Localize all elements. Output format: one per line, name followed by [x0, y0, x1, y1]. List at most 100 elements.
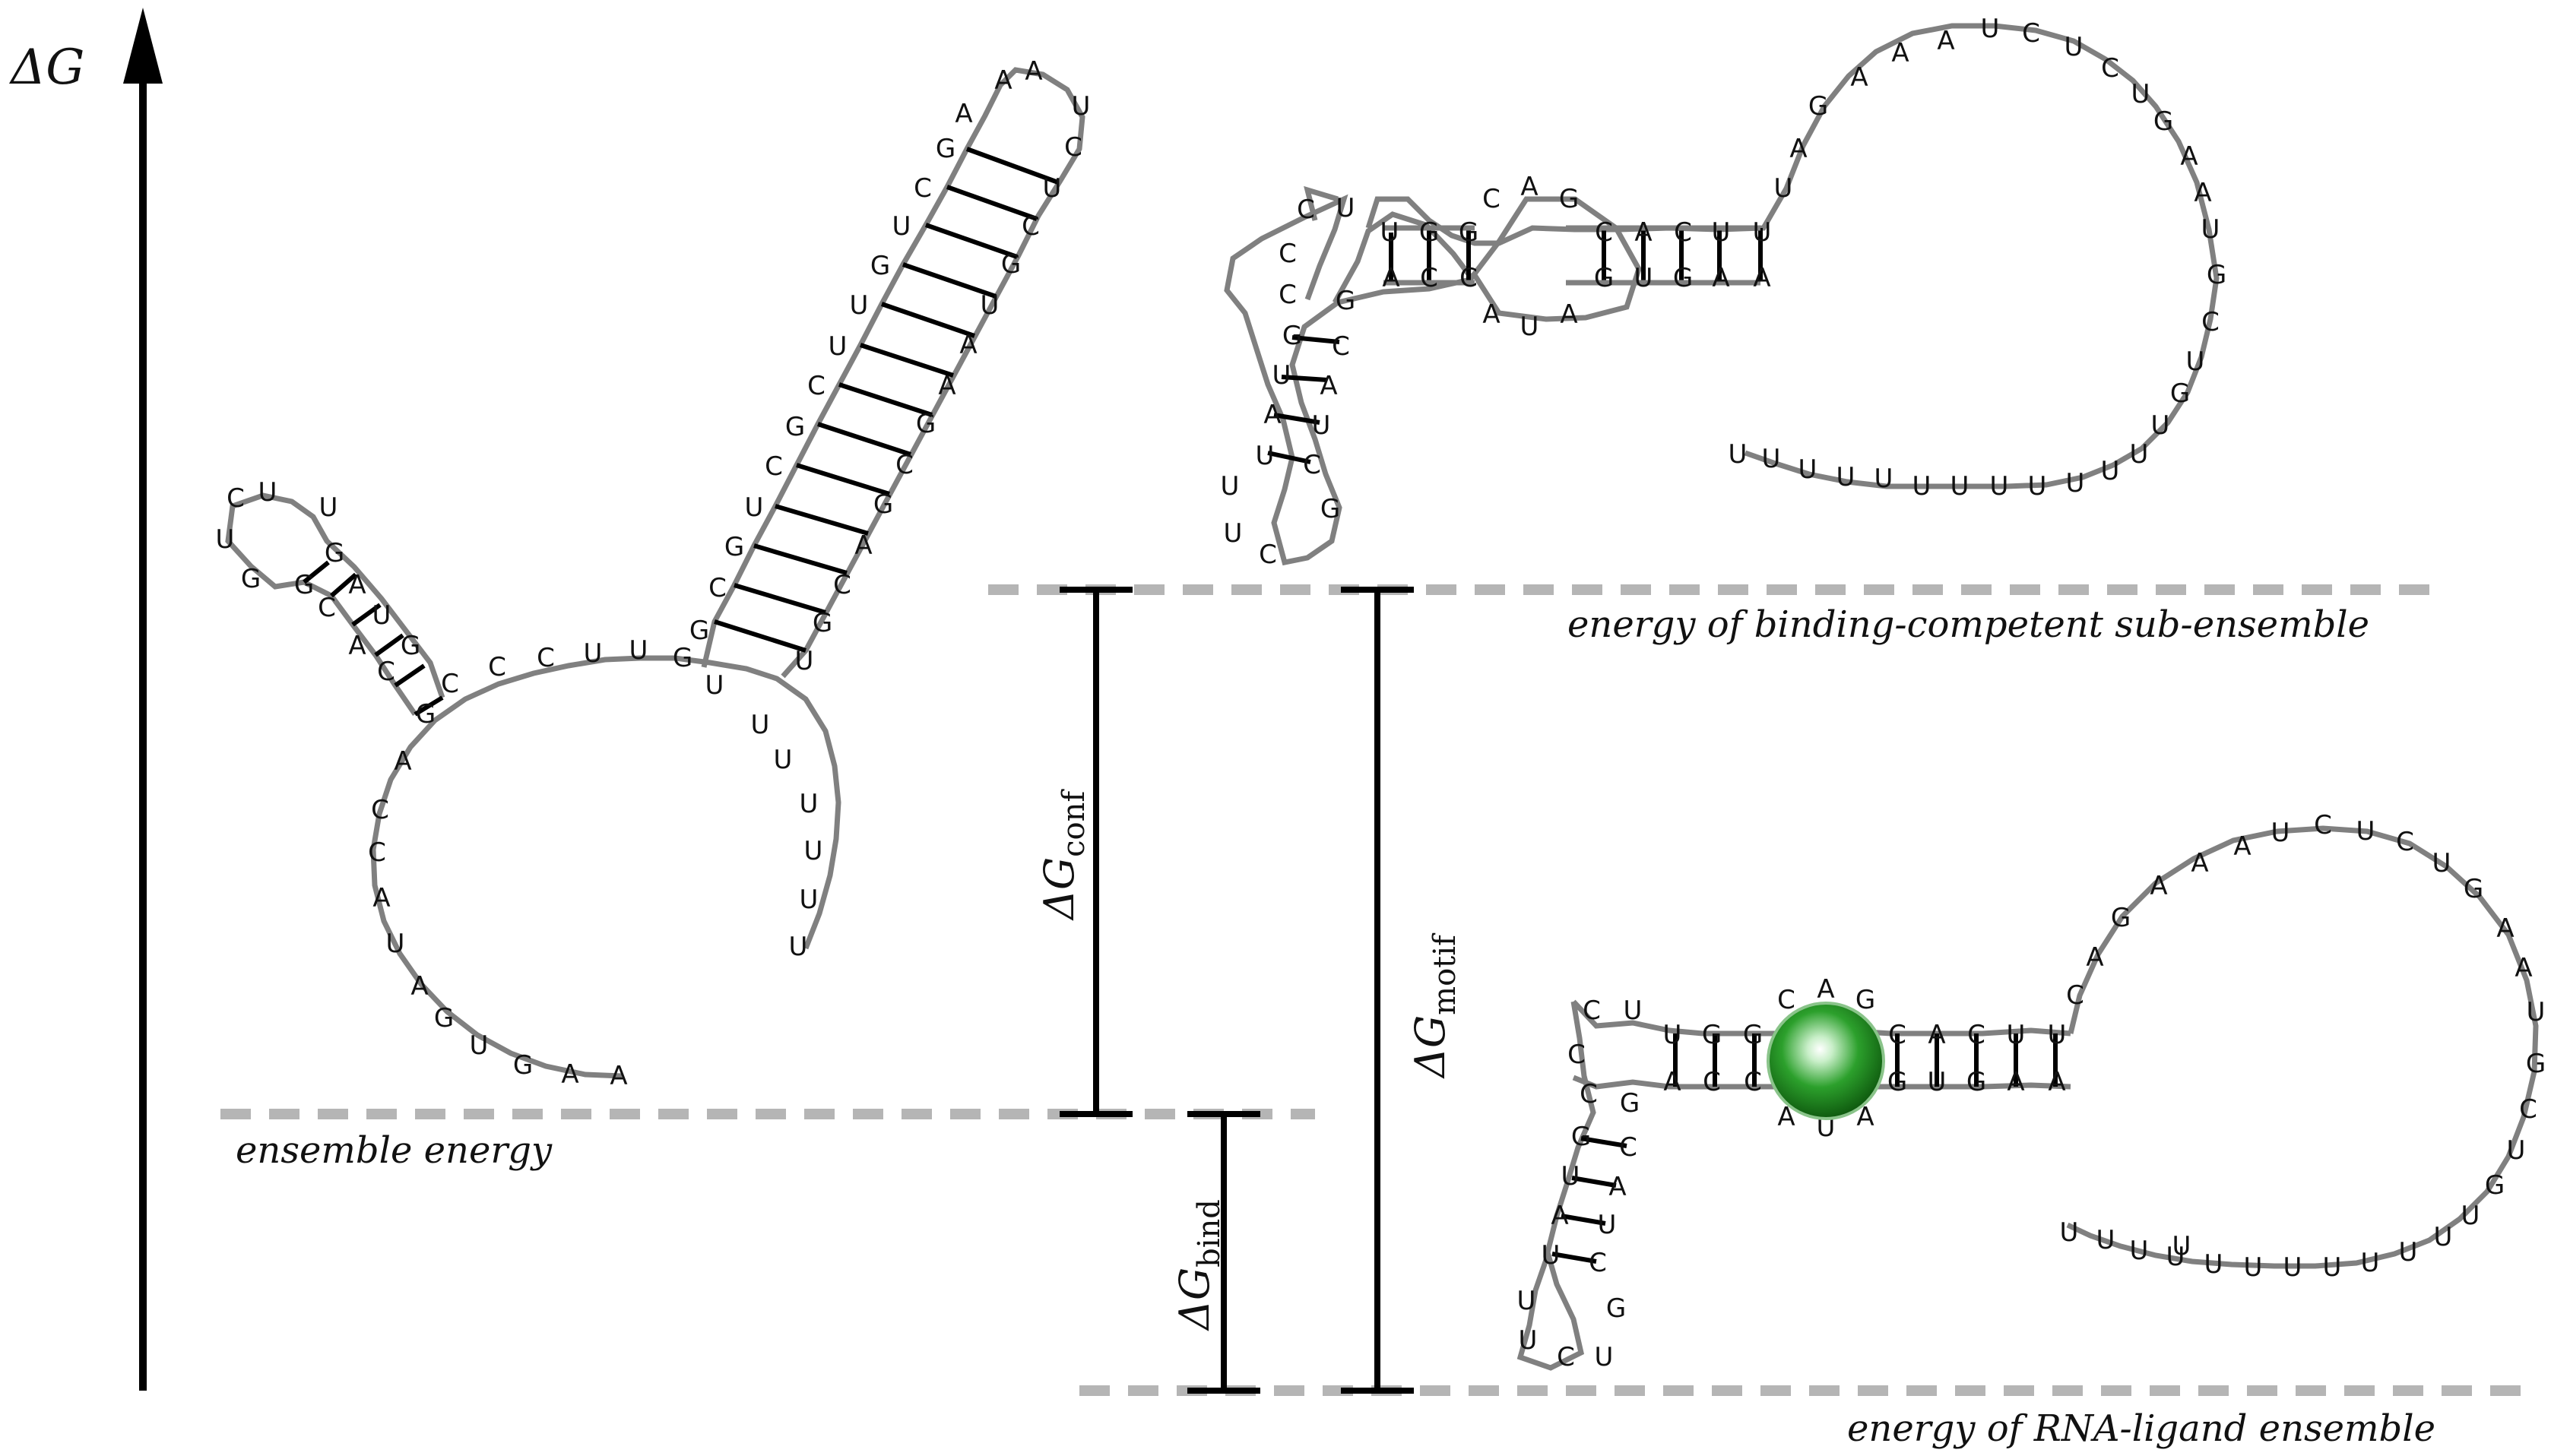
svg-text:U: U [1981, 14, 2000, 44]
svg-text:G: G [2485, 1170, 2505, 1201]
svg-text:G: G [813, 608, 832, 638]
svg-text:G: G [785, 412, 805, 442]
energy-levels [220, 584, 2539, 1396]
svg-text:U: U [1542, 1240, 1561, 1271]
svg-text:U: U [1224, 518, 1243, 549]
svg-text:A: A [2191, 848, 2208, 878]
svg-text:C: C [833, 570, 851, 600]
svg-text:G: G [673, 643, 692, 673]
svg-text:U: U [774, 745, 793, 775]
svg-text:G: G [1702, 1020, 1722, 1050]
svg-text:C: C [1580, 1079, 1598, 1109]
svg-text:A: A [1777, 1102, 1795, 1132]
svg-text:U: U [1663, 1020, 1682, 1050]
svg-text:A: A [2086, 942, 2103, 973]
svg-text:A: A [2007, 1067, 2024, 1097]
svg-text:A: A [2048, 1067, 2065, 1097]
svg-text:U: U [2065, 32, 2084, 62]
svg-text:C: C [371, 795, 389, 825]
svg-text:U: U [1912, 471, 1931, 502]
label-delta-g-conf: ΔGconf [1035, 789, 1092, 921]
svg-text:A: A [2515, 953, 2532, 983]
svg-text:G: G [2207, 260, 2226, 290]
svg-text:U: U [1043, 173, 1062, 204]
svg-text:U: U [2271, 818, 2290, 848]
svg-text:C: C [1595, 217, 1613, 248]
svg-text:U: U [1950, 471, 1969, 502]
svg-text:U: U [1990, 471, 2009, 502]
svg-text:C: C [368, 837, 386, 868]
svg-text:U: U [1072, 91, 1091, 122]
svg-text:A: A [2233, 831, 2251, 862]
svg-text:G: G [1001, 249, 1021, 280]
svg-text:G: G [294, 570, 314, 600]
svg-text:C: C [1619, 1132, 1637, 1163]
svg-text:A: A [2150, 871, 2167, 901]
svg-text:U: U [2283, 1252, 2302, 1283]
svg-text:U: U [800, 789, 819, 819]
svg-text:U: U [1798, 454, 1817, 485]
svg-text:A: A [955, 99, 972, 129]
svg-text:A: A [1928, 1020, 1945, 1050]
svg-text:C: C [1064, 132, 1082, 163]
svg-text:G: G [2464, 874, 2483, 904]
svg-text:C: C [318, 593, 336, 623]
svg-text:A: A [1025, 56, 1042, 87]
svg-text:U: U [2131, 79, 2150, 109]
svg-text:G: G [1620, 1088, 1640, 1119]
svg-text:C: C [765, 451, 783, 482]
svg-text:G: G [1459, 217, 1478, 248]
svg-text:U: U [1256, 441, 1275, 471]
svg-text:C: C [377, 657, 395, 687]
svg-text:U: U [1312, 410, 1331, 441]
delta-brackets [1060, 587, 1414, 1394]
svg-text:A: A [1753, 263, 1770, 293]
svg-text:A: A [394, 746, 411, 777]
svg-text:A: A [372, 883, 390, 913]
svg-text:A: A [1263, 400, 1281, 430]
svg-text:G: G [1673, 263, 1693, 293]
svg-text:U: U [1221, 471, 1240, 502]
svg-text:C: C [2101, 53, 2119, 84]
svg-text:C: C [1459, 263, 1478, 293]
svg-text:A: A [1891, 38, 1909, 68]
svg-text:U: U [2201, 214, 2220, 245]
svg-text:G: G [1606, 1293, 1626, 1324]
svg-text:C: C [1303, 450, 1321, 480]
svg-text:U: U [1753, 217, 1772, 248]
svg-text:U: U [1624, 995, 1643, 1026]
svg-text:C: C [1297, 195, 1315, 225]
svg-text:C: C [1557, 1342, 1575, 1372]
svg-text:A: A [348, 631, 366, 661]
svg-text:G: G [325, 538, 344, 568]
svg-text:C: C [1888, 1020, 1906, 1050]
svg-text:A: A [561, 1059, 578, 1090]
svg-text:U: U [629, 635, 648, 666]
svg-text:U: U [2130, 1236, 2149, 1266]
svg-text:U: U [1729, 439, 1748, 470]
svg-text:C: C [227, 483, 245, 514]
svg-text:C: C [1420, 263, 1438, 293]
svg-text:U: U [2186, 347, 2205, 377]
svg-text:C: C [1674, 217, 1692, 248]
svg-text:G: G [1966, 1067, 1986, 1097]
svg-text:U: U [2101, 456, 2120, 486]
svg-text:G: G [1336, 286, 1355, 316]
svg-text:C: C [2201, 307, 2220, 337]
svg-text:U: U [1928, 1067, 1947, 1097]
svg-text:A: A [994, 65, 1012, 96]
svg-text:A: A [348, 570, 366, 600]
svg-text:U: U [2432, 848, 2451, 878]
svg-text:U: U [2361, 1248, 2380, 1278]
ligand-sphere [1767, 1002, 1885, 1120]
svg-text:C: C [2314, 810, 2332, 840]
svg-text:U: U [2356, 816, 2375, 847]
svg-text:C: C [1967, 1020, 1985, 1050]
svg-text:U: U [2172, 1231, 2191, 1261]
label-delta-g-motif: ΔGmotif [1406, 932, 1462, 1079]
svg-text:C: C [537, 643, 555, 673]
svg-text:U: U [804, 836, 823, 866]
